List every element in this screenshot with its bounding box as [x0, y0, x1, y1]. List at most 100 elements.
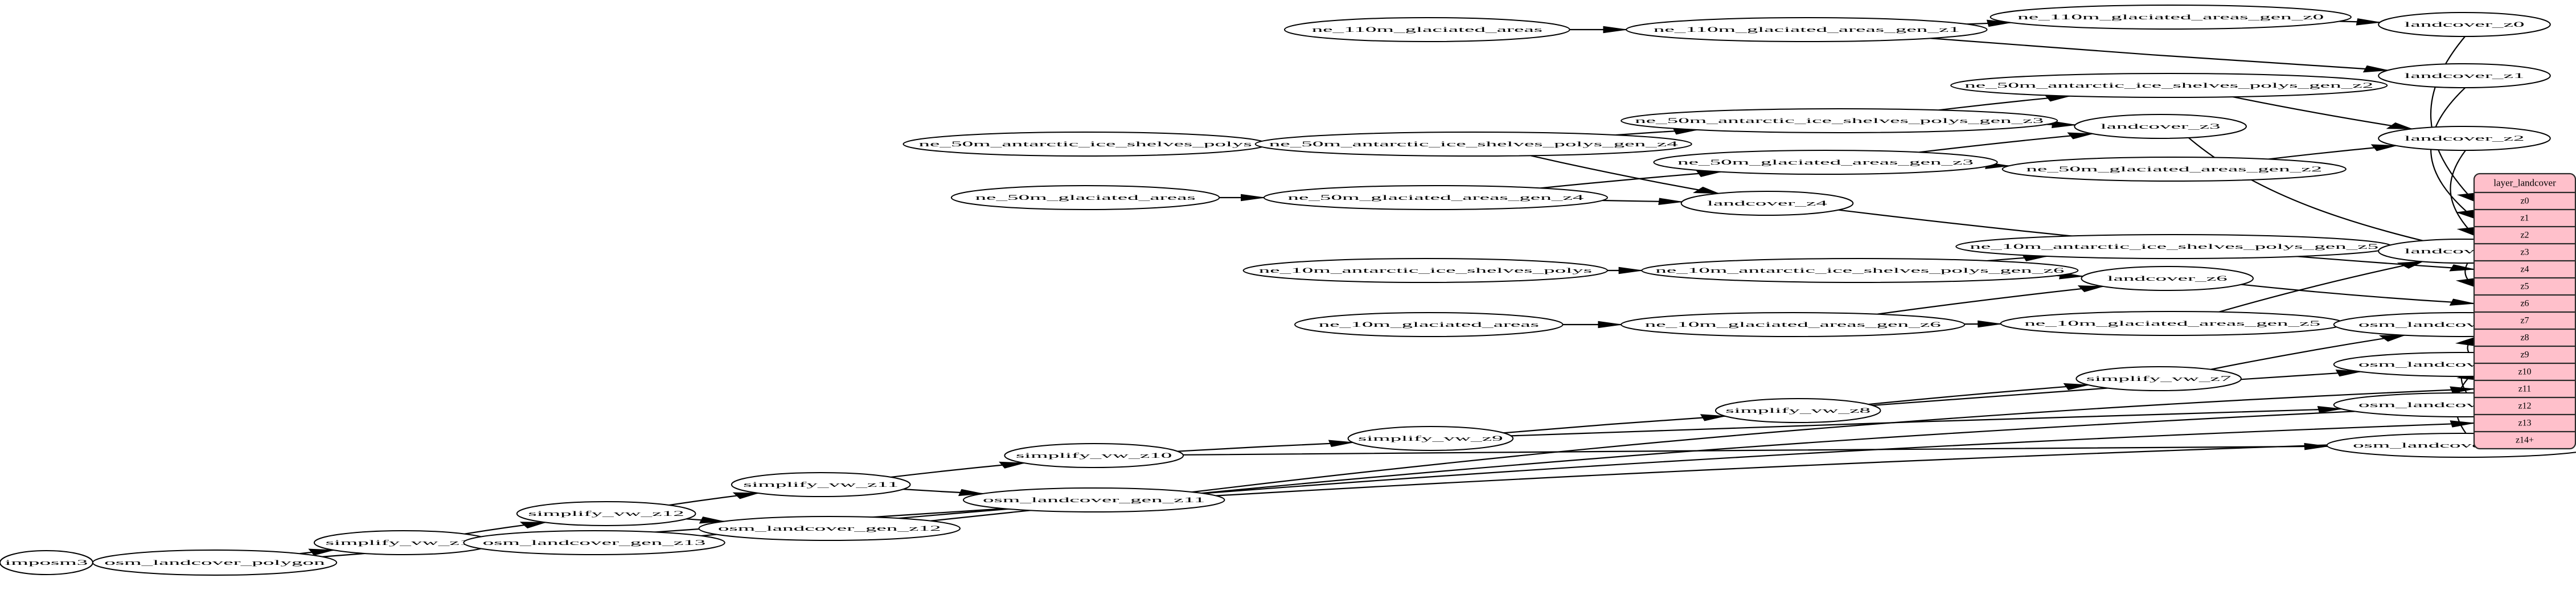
arrowhead-ne_110m_glaciated_areas_gen_z1-to-landcover_z1	[2362, 65, 2390, 73]
table-row-z5[interactable]: z5	[2520, 282, 2529, 292]
table-row-z1[interactable]: z1	[2520, 214, 2529, 223]
table-row-z13[interactable]: z13	[2518, 419, 2531, 428]
node-ne_10m_glaciated_areas[interactable]: ne_10m_glaciated_areas	[1295, 313, 1562, 337]
node-landcover_z1[interactable]: landcover_z1	[2378, 64, 2550, 88]
nodes-layer: imposm3 osm_landcover_polygon simplify_vw_…	[0, 5, 2576, 575]
node-label: osm_landcover_polygon	[104, 559, 325, 567]
node-ne_50m_glaciated_areas_gen_z3[interactable]: ne_50m_glaciated_areas_gen_z3	[1654, 150, 1997, 174]
node-simplify_vw_z9[interactable]: simplify_vw_z9	[1348, 427, 1513, 450]
edge-ne_10m_glaciated_areas_gen_z6-to-landcover_z6	[1877, 286, 2103, 314]
node-label: ne_50m_antarctic_ice_shelves_polys_gen_z…	[1269, 140, 1679, 148]
table-row-z12[interactable]: z12	[2518, 401, 2531, 411]
node-osm_landcover_gen_z11[interactable]: osm_landcover_gen_z11	[963, 488, 1224, 512]
node-landcover_z0[interactable]: landcover_z0	[2378, 13, 2550, 36]
node-shape	[2081, 266, 2253, 290]
edge-ne_10m_glaciated_areas_gen_z5-to-landcover_z5	[2219, 261, 2422, 311]
node-label: landcover_z0	[2404, 20, 2524, 28]
edge-ne_50m_glaciated_areas_gen_z3-to-landcover_z3	[1919, 134, 2092, 153]
node-ne_10m_antarctic_ice_shelves_polys_gen_z5[interactable]: ne_10m_antarctic_ice_shelves_polys_gen_z…	[1956, 235, 2392, 259]
node-label: ne_10m_glaciated_areas_gen_z6	[1645, 321, 1941, 329]
arrowhead-ne_110m_glaciated_areas-to-ne_110m_glaciated_areas_gen_z1	[1603, 26, 1629, 34]
node-label: simplify_vw_z12	[528, 510, 684, 518]
node-ne_10m_antarctic_ice_shelves_polys[interactable]: ne_10m_antarctic_ice_shelves_polys	[1244, 259, 1607, 282]
table-row-z0[interactable]: z0	[2520, 196, 2529, 206]
node-ne_110m_glaciated_areas[interactable]: ne_110m_glaciated_areas	[1285, 18, 1570, 42]
table-row-z3[interactable]: z3	[2520, 248, 2529, 257]
table-header-label: layer_landcover	[2493, 177, 2556, 188]
node-shape	[1991, 5, 2351, 29]
node-shape	[1681, 191, 1853, 215]
node-label: ne_10m_antarctic_ice_shelves_polys_gen_z…	[1970, 243, 2378, 251]
arrowhead-osm_landcover_polygon-to-simplify_vw_z13	[308, 548, 336, 556]
table-row-z8[interactable]: z8	[2520, 333, 2529, 343]
arrowhead-ne_50m_glaciated_areas_gen_z4-to-landcover_z4	[1658, 198, 1684, 206]
node-ne_50m_antarctic_ice_shelves_polys[interactable]: ne_50m_antarctic_ice_shelves_polys	[903, 132, 1267, 156]
table-row-z6[interactable]: z6	[2520, 299, 2529, 309]
edge-ne_50m_glaciated_areas_gen_z4-to-ne_50m_glaciated_areas_gen_z3	[1540, 172, 1721, 188]
arrowhead-simplify_vw_z10-to-simplify_vw_z9	[1328, 440, 1355, 447]
arrowhead-ne_50m_antarctic_ice_shelves_polys_gen_z2-to-landcover_z2	[2386, 122, 2414, 129]
node-label: simplify_vw_z11	[743, 481, 899, 489]
table-row-z14plus[interactable]: z14+	[2516, 436, 2534, 445]
node-landcover_z6[interactable]: landcover_z6	[2081, 266, 2253, 290]
node-landcover_z3[interactable]: landcover_z3	[2074, 114, 2246, 138]
node-shape	[517, 502, 696, 526]
arrowhead-ne_50m_antarctic_ice_shelves_polys_gen_z3-to-landcover_z3	[2051, 121, 2078, 128]
node-shape	[2378, 64, 2550, 88]
node-ne_50m_glaciated_areas[interactable]: ne_50m_glaciated_areas	[951, 186, 1219, 210]
node-ne_110m_glaciated_areas_gen_z1[interactable]: ne_110m_glaciated_areas_gen_z1	[1626, 18, 1987, 42]
arrowhead-ne_110m_glaciated_areas_gen_z1-to-ne_110m_glaciated_areas_gen_z0	[1986, 19, 2013, 27]
node-label: ne_10m_antarctic_ice_shelves_polys_gen_z…	[1655, 266, 2064, 274]
node-simplify_vw_z12[interactable]: simplify_vw_z12	[517, 502, 696, 526]
node-label: simplify_vw_z10	[1016, 452, 1172, 460]
node-landcover_z4[interactable]: landcover_z4	[1681, 191, 1853, 215]
node-ne_50m_antarctic_ice_shelves_polys_gen_z2[interactable]: ne_50m_antarctic_ice_shelves_polys_gen_z…	[1951, 73, 2387, 97]
arrowhead-landcover_z4-to-layer_landcover_z4	[2449, 264, 2476, 272]
node-ne_50m_glaciated_areas_gen_z4[interactable]: ne_50m_glaciated_areas_gen_z4	[1264, 186, 1607, 210]
arrowhead-landcover_z6-to-layer_landcover_z6	[2449, 298, 2476, 306]
node-simplify_vw_z8[interactable]: simplify_vw_z8	[1716, 399, 1881, 423]
node-label: simplify_vw_z8	[1725, 407, 1871, 415]
node-ne_10m_glaciated_areas_gen_z5[interactable]: ne_10m_glaciated_areas_gen_z5	[2001, 311, 2344, 335]
node-simplify_vw_z13[interactable]: simplify_vw_z13	[314, 531, 493, 555]
node-label: osm_landcover_gen_z12	[718, 524, 941, 532]
node-label: landcover_z6	[2107, 274, 2228, 282]
node-shape	[1621, 313, 1964, 337]
node-ne_50m_antarctic_ice_shelves_polys_gen_z3[interactable]: ne_50m_antarctic_ice_shelves_polys_gen_z…	[1621, 109, 2057, 133]
table-row-z7[interactable]: z7	[2520, 316, 2529, 326]
node-label: simplify_vw_z9	[1358, 434, 1503, 442]
node-label: simplify_vw_z13	[326, 539, 482, 547]
node-shape	[2003, 157, 2346, 181]
arrowhead-ne_50m_glaciated_areas-to-ne_50m_glaciated_areas_gen_z4	[1241, 194, 1266, 202]
node-shape	[1626, 18, 1987, 42]
table-row-z9[interactable]: z9	[2520, 350, 2529, 360]
node-shape	[699, 516, 960, 540]
node-shape	[1264, 186, 1607, 210]
node-simplify_vw_z10[interactable]: simplify_vw_z10	[1004, 444, 1183, 468]
node-label: ne_10m_glaciated_areas_gen_z5	[2024, 319, 2320, 327]
node-osm_landcover_polygon[interactable]: osm_landcover_polygon	[93, 550, 337, 575]
edge-landcover_z2-to-layer_landcover_z2	[2450, 150, 2474, 235]
node-simplify_vw_z11[interactable]: simplify_vw_z11	[732, 473, 910, 497]
node-ne_10m_glaciated_areas_gen_z6[interactable]: ne_10m_glaciated_areas_gen_z6	[1621, 313, 1964, 337]
arrowhead-simplify_vw_z10-to-osm_landcover_gen_z10	[2304, 442, 2330, 450]
node-ne_50m_antarctic_ice_shelves_polys_gen_z4[interactable]: ne_50m_antarctic_ice_shelves_polys_gen_z…	[1256, 132, 1692, 156]
node-label: ne_50m_glaciated_areas	[975, 194, 1195, 202]
table-row-z2[interactable]: z2	[2520, 231, 2529, 240]
node-osm_landcover_gen_z12[interactable]: osm_landcover_gen_z12	[699, 516, 960, 540]
table-row-z10[interactable]: z10	[2518, 367, 2531, 377]
table-row-z4[interactable]: z4	[2520, 265, 2529, 274]
node-ne_10m_antarctic_ice_shelves_polys_gen_z6[interactable]: ne_10m_antarctic_ice_shelves_polys_gen_z…	[1642, 259, 2078, 282]
edge-landcover_z6-to-layer_landcover_z6	[2241, 285, 2474, 304]
node-imposm3[interactable]: imposm3	[0, 551, 93, 575]
node-osm_landcover_gen_z13[interactable]: osm_landcover_gen_z13	[463, 531, 724, 555]
node-shape	[1951, 73, 2387, 97]
table-row-z11[interactable]: z11	[2518, 384, 2532, 394]
node-label: ne_50m_glaciated_areas_gen_z4	[1287, 194, 1584, 202]
node-ne_110m_glaciated_areas_gen_z0[interactable]: ne_110m_glaciated_areas_gen_z0	[1991, 5, 2351, 29]
node-simplify_vw_z7[interactable]: simplify_vw_z7	[2076, 367, 2241, 391]
arrowhead-ne_50m_glaciated_areas_gen_z2-to-landcover_z2	[2370, 144, 2398, 151]
node-ne_50m_glaciated_areas_gen_z2[interactable]: ne_50m_glaciated_areas_gen_z2	[2003, 157, 2346, 181]
node-landcover_z2[interactable]: landcover_z2	[2378, 126, 2550, 150]
